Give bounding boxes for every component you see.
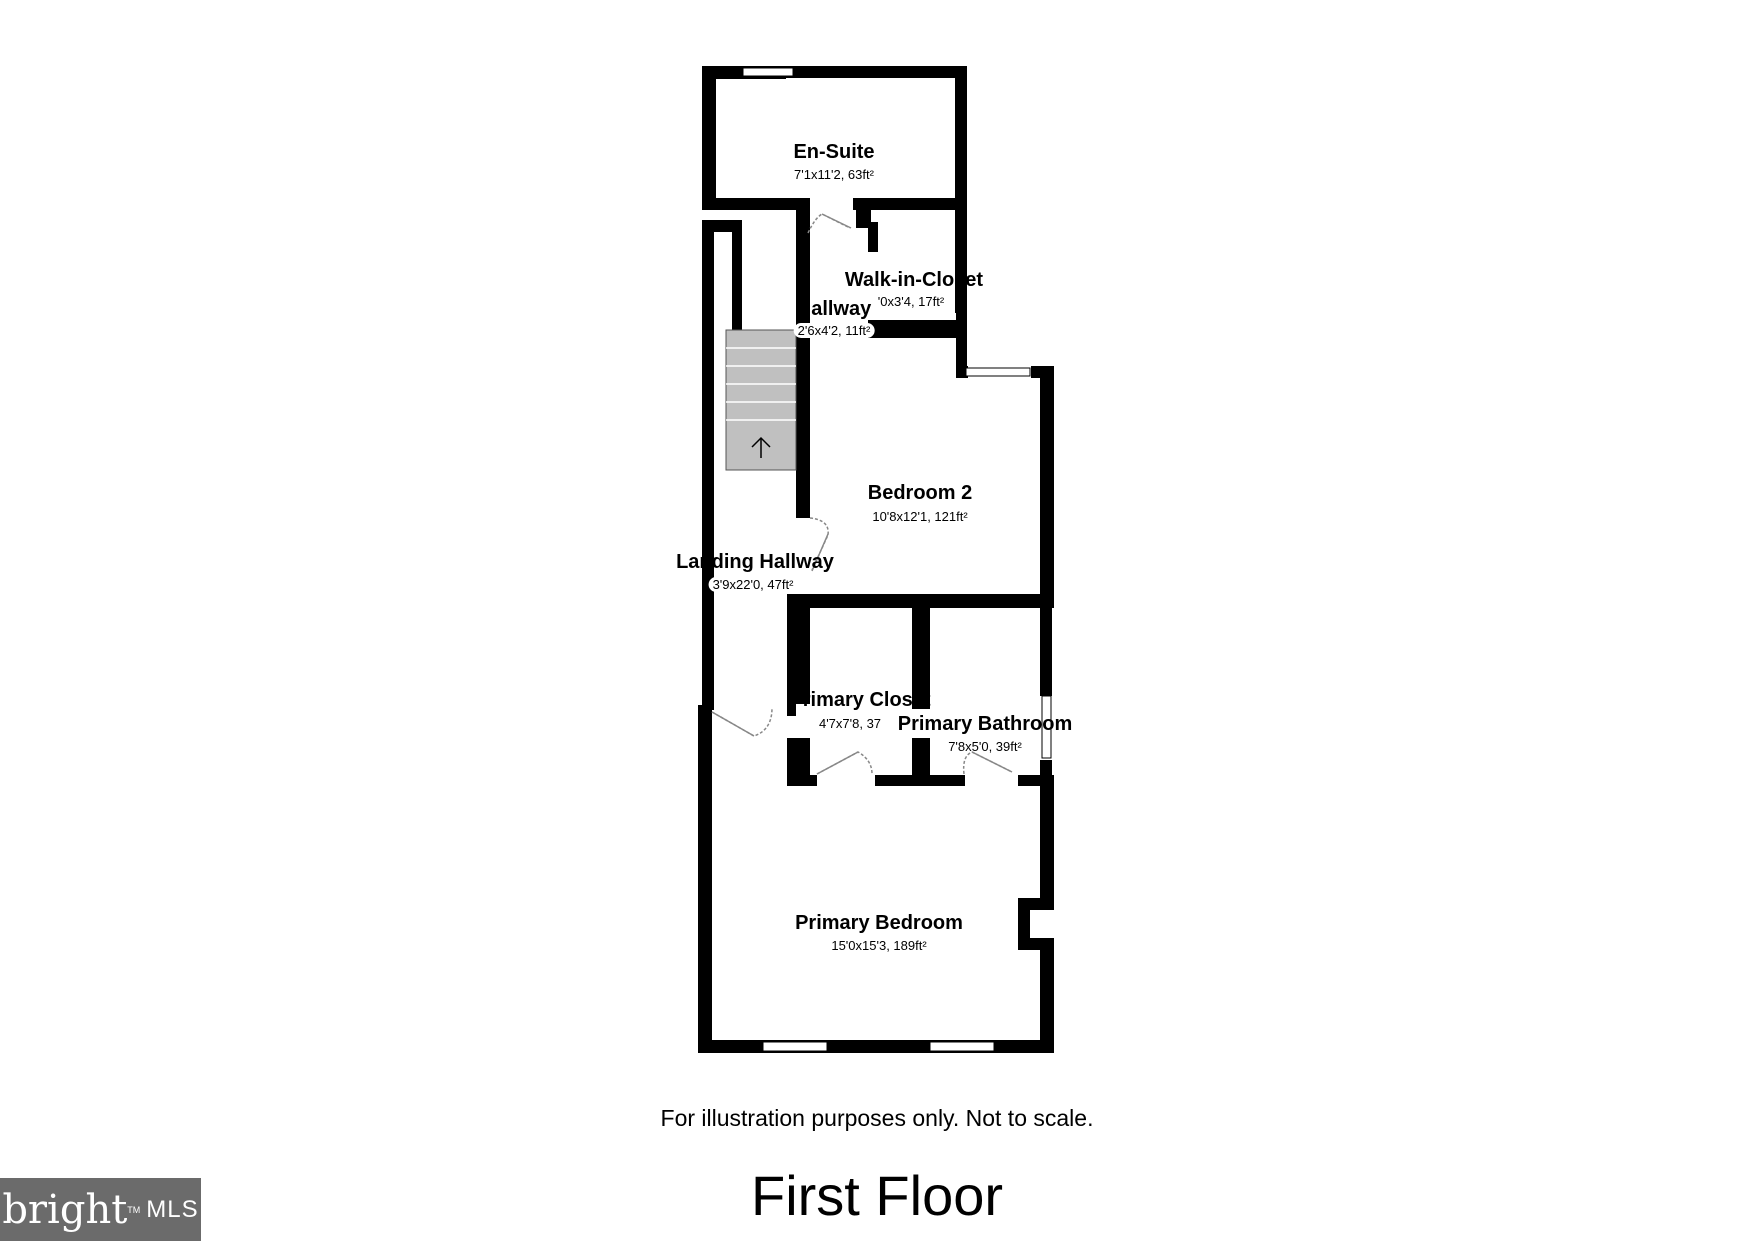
wall (796, 336, 810, 518)
room-name: Primary Bedroom (795, 912, 963, 934)
disclaimer-text: For illustration purposes only. Not to s… (660, 1105, 1094, 1131)
wall (1031, 366, 1054, 378)
logo-brand: bright (2, 1186, 128, 1233)
stairs (725, 329, 797, 471)
wall (955, 66, 967, 207)
wall (912, 738, 930, 786)
wall (1040, 366, 1054, 606)
wall (698, 1040, 1054, 1053)
wall (796, 594, 1054, 608)
room-dimensions: 4'7x7'8, 37 (818, 716, 882, 731)
room-dimensions: 3'9x22'0, 47ft² (708, 577, 798, 592)
wall (787, 775, 817, 786)
wall (719, 66, 735, 78)
room-name: Hallway (796, 298, 872, 320)
wall (868, 222, 878, 252)
window (929, 1041, 995, 1052)
wall (702, 220, 714, 710)
wall (912, 608, 930, 704)
wall (787, 594, 810, 704)
room-dimensions: '0x3'4, 17ft² (873, 294, 949, 309)
room-name: Primary Bathroom (897, 713, 1073, 735)
wall (796, 198, 810, 336)
door-leaf (816, 751, 859, 775)
room-dimensions: 2'6x4'2, 11ft² (793, 323, 875, 338)
door-swing (807, 213, 851, 234)
wall (853, 198, 967, 210)
wall (912, 693, 930, 709)
room-name: Walk-in-Closet (844, 269, 984, 291)
door-swing (816, 751, 873, 775)
room-name: Primary Closet (789, 689, 931, 711)
room-dimensions: 7'8x5'0, 39ft² (948, 739, 1022, 754)
wall (1040, 938, 1054, 1053)
window (1041, 695, 1052, 759)
logo-trademark: TM (127, 1204, 141, 1215)
door-swing (711, 707, 773, 737)
wall (1018, 898, 1030, 950)
wall (956, 366, 968, 378)
logo-suffix: MLS (146, 1195, 199, 1223)
wall (698, 705, 712, 1053)
wall (955, 198, 967, 313)
room-name: Bedroom 2 (867, 482, 973, 504)
window (965, 367, 1031, 377)
wall (787, 738, 810, 786)
door-leaf (821, 213, 852, 229)
door-leaf (711, 711, 755, 737)
wall (787, 696, 796, 716)
room-dimensions: 15'0x15'3, 189ft² (831, 938, 927, 953)
door-leaf (811, 533, 829, 572)
door-swing (809, 517, 829, 571)
wall (868, 320, 967, 338)
wall (1040, 606, 1052, 696)
wall (786, 66, 967, 78)
wall (1040, 760, 1052, 776)
window (762, 1041, 828, 1052)
room-name: Landing Hallway (676, 551, 834, 573)
door-swing (962, 751, 1013, 775)
stairs-fill (725, 329, 797, 471)
wall (732, 220, 742, 335)
room-dimensions: 7'1x11'2, 63ft² (794, 167, 874, 182)
door-swings (711, 213, 1013, 775)
stairs-up-arrow-icon (751, 436, 771, 458)
wall (856, 198, 871, 228)
wall (702, 70, 716, 210)
wall (702, 198, 806, 210)
wall (956, 313, 967, 378)
door-leaf (971, 751, 1013, 773)
wall (1018, 775, 1054, 786)
wall (1040, 776, 1054, 898)
window (742, 67, 794, 77)
floor-title: First Floor (751, 1164, 1003, 1227)
room-name: En-Suite (793, 141, 875, 163)
room-dimensions: 10'8x12'1, 121ft² (872, 509, 968, 524)
windows (742, 67, 1052, 1052)
